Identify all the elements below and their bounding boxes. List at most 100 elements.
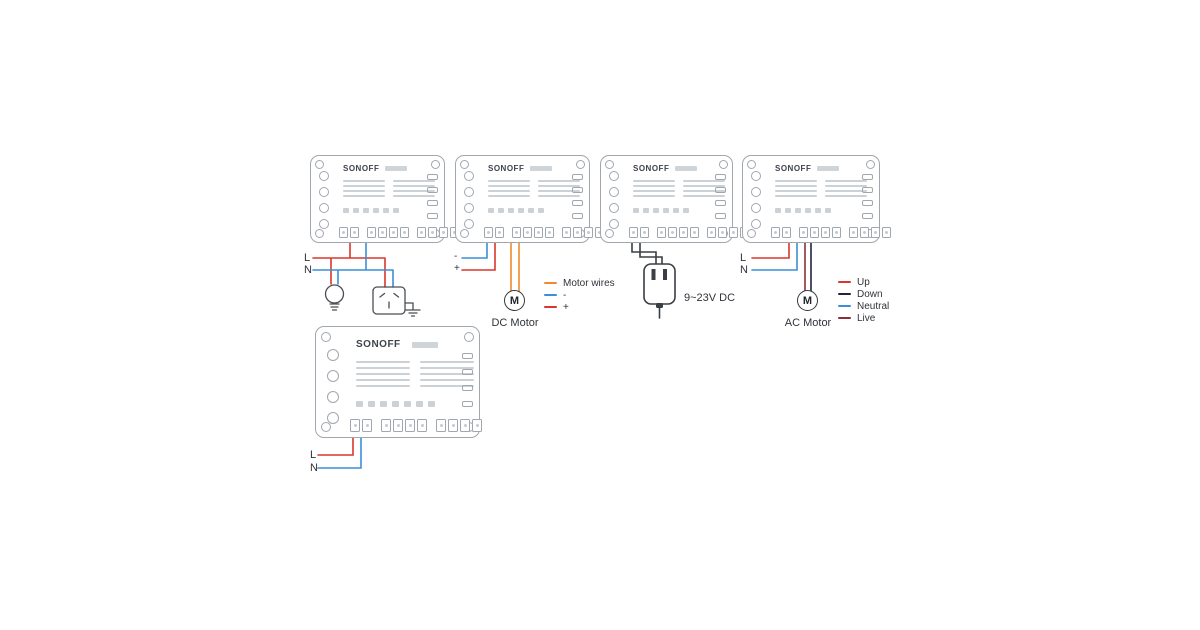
legend-dash: [838, 304, 851, 308]
ac-motor-label: AC Motor: [784, 317, 832, 329]
dc-motor-label: DC Motor: [491, 317, 539, 329]
smart-switch-device-2: SONOFF: [455, 155, 604, 243]
terminal-group: [484, 227, 504, 238]
terminal-group: [849, 227, 891, 238]
spec-text: [488, 180, 580, 197]
motor-letter: M: [802, 294, 813, 307]
certification-marks: [488, 208, 544, 213]
terminal-group: [367, 227, 409, 238]
spec-text: [633, 180, 725, 197]
model-label: [530, 166, 552, 171]
legend-label: Motor wires: [563, 277, 615, 289]
terminal-group: [629, 227, 649, 238]
legend-dash: [544, 281, 557, 285]
label-neutral-1: N: [304, 264, 312, 276]
dc-motor-legend: Motor wires - +: [544, 277, 615, 313]
label-neutral-5: N: [310, 462, 318, 474]
legend-dash: [838, 280, 851, 284]
legend-dash: [838, 292, 851, 296]
label-dc-minus: -: [454, 251, 458, 262]
terminal-group: [350, 419, 372, 432]
device4-live-wire: [751, 242, 790, 259]
certification-marks: [356, 401, 435, 407]
legend-row: Down: [838, 288, 889, 300]
screw-icon: [605, 229, 614, 238]
terminal-group: [381, 419, 427, 432]
side-ports: [862, 174, 873, 219]
sonoff-logo: SONOFF: [488, 164, 525, 173]
ground-icon: [404, 302, 421, 317]
screw-icon: [460, 160, 469, 169]
terminal-strip: [484, 227, 604, 238]
screw-icon: [576, 160, 585, 169]
label-live-5: L: [310, 449, 317, 461]
legend-row: Motor wires: [544, 277, 615, 289]
legend-label: -: [563, 289, 567, 301]
legend-dash: [838, 316, 851, 320]
device5-neutral-wire: [317, 437, 362, 469]
model-label: [675, 166, 697, 171]
screw-icon: [321, 332, 331, 342]
screw-icon: [431, 160, 440, 169]
legend-row: Live: [838, 312, 889, 324]
terminal-group: [562, 227, 604, 238]
screw-icon: [719, 160, 728, 169]
spec-text: [343, 180, 435, 197]
certification-marks: [343, 208, 399, 213]
device1-live-wire: [312, 242, 386, 288]
light-bulb-icon: [324, 284, 345, 311]
motor-letter: M: [509, 294, 520, 307]
legend-row: Neutral: [838, 300, 889, 312]
side-ports: [715, 174, 726, 219]
device2-dc-plus-wire: [461, 242, 496, 271]
terminal-group: [799, 227, 841, 238]
screw-icon: [460, 229, 469, 238]
terminal-group: [436, 419, 482, 432]
power-adapter-icon: [643, 263, 676, 319]
legend-dash: [544, 293, 557, 297]
screw-icon: [321, 422, 331, 432]
label-dc-plus: +: [454, 263, 460, 274]
certification-marks: [775, 208, 831, 213]
adapter-voltage-label: 9~23V DC: [684, 292, 736, 304]
legend-label: Neutral: [857, 300, 890, 312]
terminal-strip: [339, 227, 459, 238]
screw-icon: [605, 160, 614, 169]
device5-live-wire: [317, 437, 354, 456]
dc-motor-icon: M: [504, 290, 525, 311]
spec-text: [775, 180, 867, 197]
legend-dash: [544, 305, 557, 309]
screw-icon: [747, 229, 756, 238]
legend-row: +: [544, 301, 615, 313]
terminal-group: [417, 227, 459, 238]
device4-motor-wires: [804, 242, 812, 293]
ac-motor-legend: Up Down Neutral Live: [838, 276, 889, 324]
side-ports: [427, 174, 438, 219]
terminal-strip: [771, 227, 891, 238]
sonoff-logo: SONOFF: [343, 164, 380, 173]
label-live-4: L: [740, 252, 747, 264]
legend-row: -: [544, 289, 615, 301]
terminal-group: [657, 227, 699, 238]
legend-label: +: [563, 301, 569, 313]
smart-switch-device-5: SONOFF: [315, 326, 482, 438]
legend-label: Down: [857, 288, 883, 300]
smart-switch-device-3: SONOFF: [600, 155, 749, 243]
smart-switch-device-1: SONOFF: [310, 155, 459, 243]
channel-buttons: [319, 171, 329, 229]
smart-switch-device-4: SONOFF: [742, 155, 891, 243]
device4-neutral-wire: [751, 242, 798, 271]
sonoff-logo: SONOFF: [775, 164, 812, 173]
terminal-group: [512, 227, 554, 238]
label-neutral-4: N: [740, 264, 748, 276]
side-ports: [572, 174, 583, 219]
legend-label: Up: [857, 276, 870, 288]
channel-buttons: [751, 171, 761, 229]
side-ports: [462, 353, 473, 407]
terminal-group: [339, 227, 359, 238]
power-socket-icon: [372, 286, 406, 315]
legend-label: Live: [857, 312, 876, 324]
model-label: [412, 342, 438, 348]
device2-dc-minus-wire: [461, 242, 488, 259]
sonoff-logo: SONOFF: [633, 164, 670, 173]
